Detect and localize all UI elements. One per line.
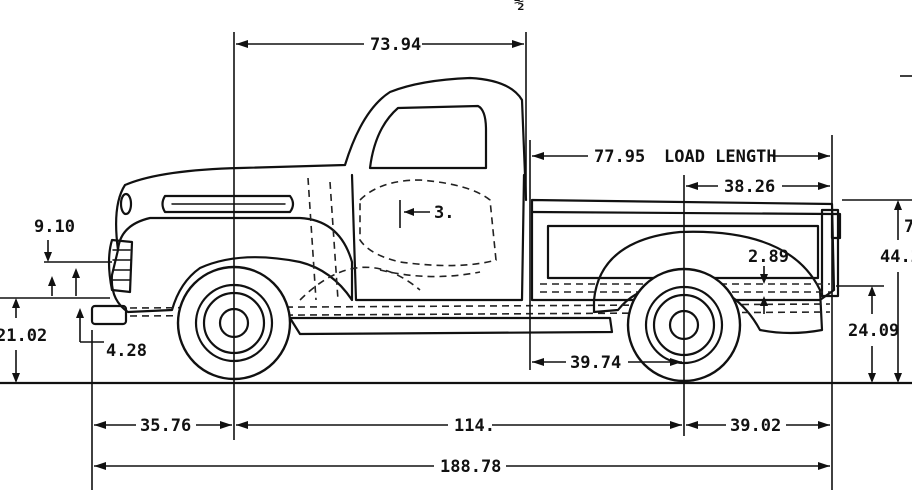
front-bumper xyxy=(90,304,128,326)
dim-load-length-label: LOAD LENGTH xyxy=(664,147,777,167)
running-board xyxy=(288,316,614,336)
dim-cab-rear-to-axle: 39.74 xyxy=(570,353,621,373)
dim-seat-offset: 3. xyxy=(434,203,454,223)
front-fender xyxy=(110,216,354,314)
dim-bed-height: 44.2 xyxy=(880,247,912,267)
hood-outline xyxy=(115,76,528,252)
dim-wheelbase: 114. xyxy=(454,416,495,436)
frame-rail xyxy=(129,303,831,309)
dim-axle-to-bed-end: 38.26 xyxy=(724,177,775,197)
dim-front-overhang: 35.76 xyxy=(140,416,191,436)
dim-load-length-value: 77.95 xyxy=(594,147,645,167)
header-fragment: ½ xyxy=(514,0,524,13)
dim-rear-drop: 2.89 xyxy=(748,247,789,267)
dim-edge-fragment: 7 xyxy=(904,217,912,237)
dim-cab-to-front: 73.94 xyxy=(370,35,421,55)
dim-rear-overhang: 39.02 xyxy=(730,416,781,436)
dim-frame-height: 4.28 xyxy=(106,341,147,361)
cab-window xyxy=(368,104,488,170)
dim-bumper-height: 9.10 xyxy=(34,217,75,237)
tailgate xyxy=(820,208,840,298)
dim-overall-length: 188.78 xyxy=(440,457,501,477)
truck-body xyxy=(90,76,842,336)
grille xyxy=(107,238,134,294)
dim-rear-frame-height: 24.09 xyxy=(848,321,899,341)
door-outline xyxy=(350,173,526,302)
headlight xyxy=(119,192,133,216)
seat-outline xyxy=(359,179,497,267)
dim-front-overhang-height: 21.02 xyxy=(0,326,47,346)
hood-trim xyxy=(161,194,295,214)
bed-side-panel xyxy=(546,224,820,280)
